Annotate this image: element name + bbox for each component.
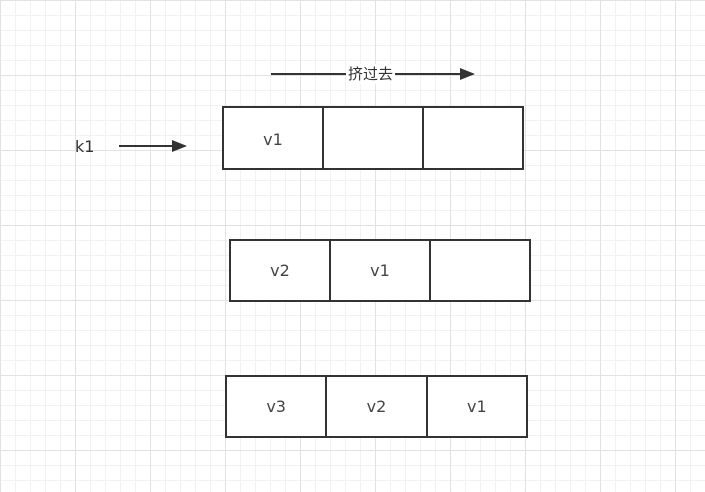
queue-cell: v1 [224,108,324,168]
push-arrow-label: 挤过去 [346,64,396,84]
queue-cell: v2 [231,241,331,300]
key-label: k1 [75,137,95,156]
queue-row-3: v3 v2 v1 [225,375,528,438]
queue-row-2: v2 v1 [229,239,531,302]
queue-cell: v3 [227,377,328,436]
key-arrow [119,140,187,152]
queue-cell: v2 [327,377,428,436]
queue-cell [324,108,424,168]
queue-cell [431,241,529,300]
queue-cell [424,108,522,168]
queue-cell: v1 [466,397,487,416]
queue-row-1: v1 [222,106,524,170]
queue-cell: v1 [331,241,431,300]
